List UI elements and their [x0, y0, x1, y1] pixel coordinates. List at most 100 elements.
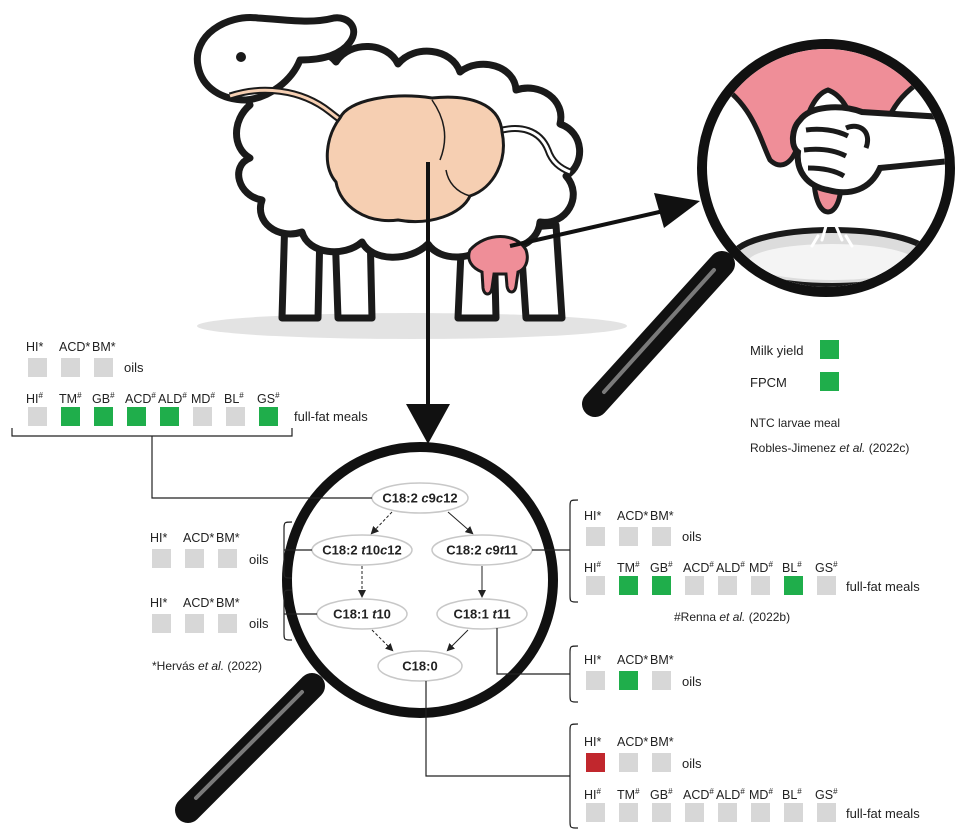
group-suffix-diet_meals: full-fat meals [294, 409, 368, 424]
sheep-head [193, 14, 358, 104]
node-label-c18-2-c9c12: C18:2 c9c12 [382, 490, 458, 506]
effect-square-t10_oils-2 [218, 614, 237, 633]
effect-square-t11_oils-2 [652, 671, 671, 690]
abbr-c9t11_meals-3: ACD# [683, 560, 714, 575]
effect-square-t10c12_oils-0 [152, 549, 171, 568]
abbr-c9t11_meals-5: MD# [749, 560, 773, 575]
abbr-c9t11_oils-0: HI* [584, 509, 602, 523]
abbr-c9t11_meals-2: GB# [650, 560, 673, 575]
renna-citation: #Renna et al. (2022b) [674, 610, 791, 624]
effect-square-c9t11_oils-2 [652, 527, 671, 546]
group-suffix-c9t11_meals: full-fat meals [846, 579, 920, 594]
effect-square-c18_0_oils-1 [619, 753, 638, 772]
node-label-c18-2-c9t11: C18:2 c9t11 [446, 542, 518, 558]
group-suffix-c18_0_oils: oils [682, 756, 702, 771]
group-suffix-t11_oils: oils [682, 674, 702, 689]
effect-square-c9t11_meals-1 [619, 576, 638, 595]
abbr-c9t11_oils-1: ACD* [617, 509, 649, 523]
effect-square-diet_meals-2 [94, 407, 113, 426]
abbr-c18_0_meals-1: TM# [617, 787, 640, 802]
abbr-c9t11_oils-2: BM* [650, 509, 674, 523]
effect-square-c18_0_meals-6 [784, 803, 803, 822]
abbr-t11_oils-0: HI* [584, 653, 602, 667]
abbr-diet_oils-2: BM* [92, 340, 116, 354]
abbr-diet_meals-7: GS# [257, 391, 280, 406]
hervas-citation: *Hervás et al. (2022) [152, 659, 263, 673]
effect-square-c18_0_meals-1 [619, 803, 638, 822]
abbr-diet_oils-1: ACD* [59, 340, 91, 354]
effect-square-t11_oils-1 [619, 671, 638, 690]
group-suffix-c9t11_oils: oils [682, 529, 702, 544]
abbr-c18_0_meals-2: GB# [650, 787, 673, 802]
effect-square-diet_oils-0 [28, 358, 47, 377]
ntc-label: NTC larvae meal [750, 416, 841, 430]
abbr-diet_meals-0: HI# [26, 391, 43, 406]
abbr-t11_oils-2: BM* [650, 653, 674, 667]
fpcm-effect-square [820, 372, 839, 391]
abbr-c18_0_oils-0: HI* [584, 735, 602, 749]
effect-square-c9t11_meals-4 [718, 576, 737, 595]
effect-square-c18_0_meals-5 [751, 803, 770, 822]
abbr-t10_oils-1: ACD* [183, 596, 215, 610]
sheep-leg-back-right [516, 221, 566, 322]
sheep-eye [236, 52, 246, 62]
effect-square-c9t11_meals-5 [751, 576, 770, 595]
abbr-diet_meals-4: ALD# [158, 391, 187, 406]
abbr-t10c12_oils-0: HI* [150, 531, 168, 545]
magnifying-glass-icon [175, 442, 558, 823]
effect-square-diet_meals-0 [28, 407, 47, 426]
abbr-c9t11_meals-1: TM# [617, 560, 640, 575]
node-label-c18-1-t10: C18:1 t10 [333, 606, 391, 622]
abbr-diet_meals-5: MD# [191, 391, 215, 406]
abbr-t10_oils-2: BM* [216, 596, 240, 610]
effect-square-c9t11_meals-2 [652, 576, 671, 595]
effect-square-c18_0_meals-7 [817, 803, 836, 822]
abbr-c18_0_meals-6: BL# [782, 787, 802, 802]
node-label-c18-0: C18:0 [402, 658, 438, 674]
effect-square-c9t11_meals-3 [685, 576, 704, 595]
node-c18-0 [377, 650, 463, 682]
abbr-c18_0_meals-3: ACD# [683, 787, 714, 802]
effect-square-diet_meals-6 [226, 407, 245, 426]
milk-yield-effect-square [820, 340, 839, 359]
effect-square-t10c12_oils-1 [185, 549, 204, 568]
effect-square-c9t11_meals-0 [586, 576, 605, 595]
effect-square-t11_oils-0 [586, 671, 605, 690]
effect-square-c9t11_meals-7 [817, 576, 836, 595]
effect-square-t10c12_oils-2 [218, 549, 237, 568]
robles-citation: Robles-Jimenez et al. (2022c) [750, 441, 910, 455]
effect-square-t10_oils-0 [152, 614, 171, 633]
milking-hand-icon [790, 104, 945, 196]
effect-square-c18_0_oils-0 [586, 753, 605, 772]
effect-square-c9t11_meals-6 [784, 576, 803, 595]
rumen-organ [325, 94, 505, 224]
group-suffix-t10_oils: oils [249, 616, 269, 631]
abbr-c18_0_meals-4: ALD# [716, 787, 745, 802]
effect-square-c18_0_meals-2 [652, 803, 671, 822]
effect-square-diet_oils-2 [94, 358, 113, 377]
node-c18-1-t11 [436, 598, 528, 630]
abbr-t10c12_oils-1: ACD* [183, 531, 215, 545]
udder [467, 235, 529, 296]
effect-square-c18_0_meals-3 [685, 803, 704, 822]
effect-square-diet_oils-1 [61, 358, 80, 377]
effect-square-diet_meals-5 [193, 407, 212, 426]
effect-square-diet_meals-7 [259, 407, 278, 426]
abbr-diet_meals-3: ACD# [125, 391, 156, 406]
udder-to-milk-arrow [509, 208, 669, 248]
group-suffix-t10c12_oils: oils [249, 552, 269, 567]
abbr-c18_0_oils-2: BM* [650, 735, 674, 749]
abbr-c9t11_meals-6: BL# [782, 560, 802, 575]
abbr-c18_0_meals-7: GS# [815, 787, 838, 802]
effect-square-t10_oils-1 [185, 614, 204, 633]
abbr-t10c12_oils-2: BM* [216, 531, 240, 545]
effect-square-diet_meals-4 [160, 407, 179, 426]
node-label-c18-1-t11: C18:1 t11 [453, 606, 511, 622]
effect-square-c9t11_oils-0 [586, 527, 605, 546]
group-suffix-c18_0_meals: full-fat meals [846, 806, 920, 821]
effect-square-c18_0_oils-2 [652, 753, 671, 772]
node-label-c18-2-t10c12: C18:2 t10c12 [322, 542, 402, 558]
abbr-t11_oils-1: ACD* [617, 653, 649, 667]
group-suffix-diet_oils: oils [124, 360, 144, 375]
